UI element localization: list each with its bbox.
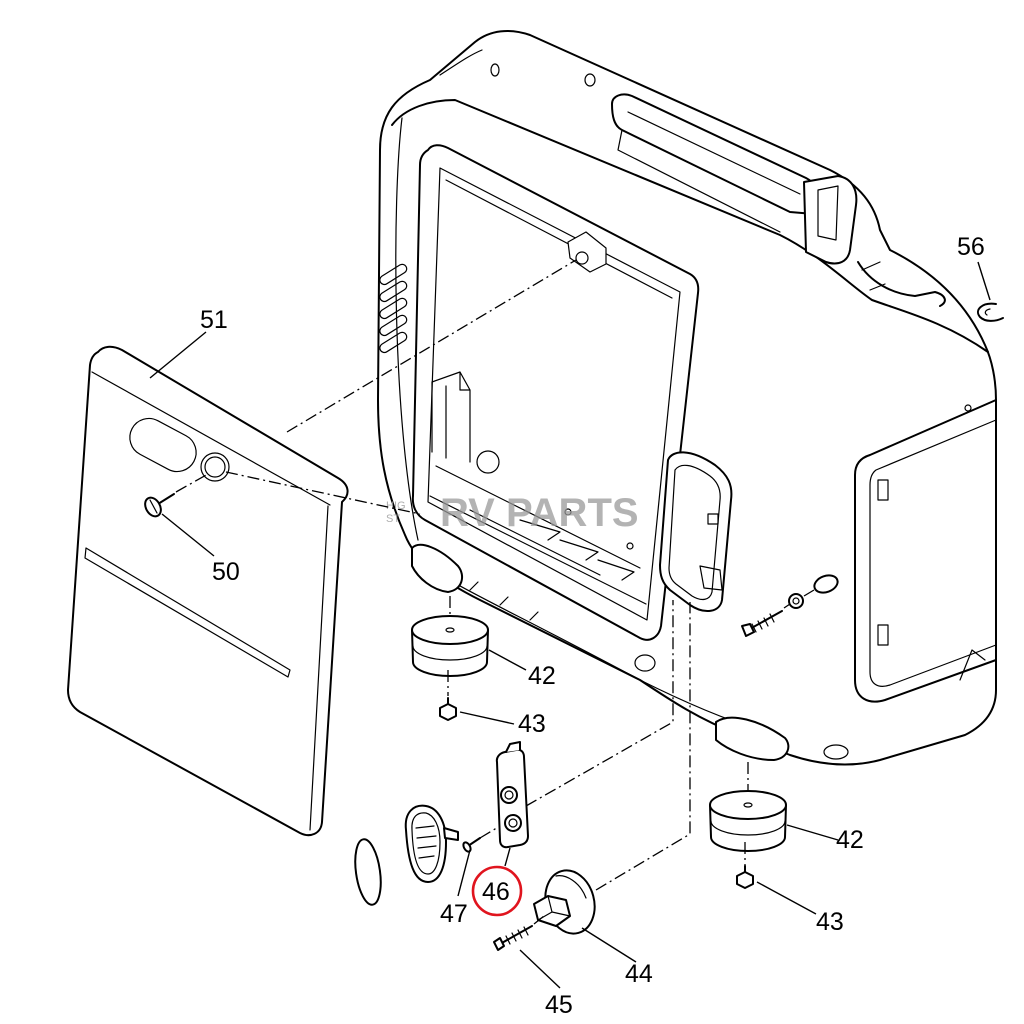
cooling-vents <box>379 263 408 354</box>
front-foot-socket <box>411 543 464 593</box>
side-panel <box>67 345 349 837</box>
callout-43-rear: 43 <box>816 908 844 936</box>
knob-cap <box>354 838 382 906</box>
front-opening <box>411 144 700 641</box>
plate-screw <box>462 837 481 853</box>
top-hole <box>584 73 596 87</box>
control-knob <box>533 869 596 935</box>
rear-foot-socket <box>715 716 790 761</box>
retaining-clip <box>977 302 1004 322</box>
callout-46: 46 <box>482 878 510 906</box>
callout-42-front: 42 <box>528 662 556 690</box>
callout-45: 45 <box>545 991 573 1019</box>
top-hole <box>490 63 500 77</box>
callout-50: 50 <box>212 558 240 586</box>
knob-screw <box>493 925 533 951</box>
watermark-line2: ST <box>386 513 400 525</box>
rear-foot <box>709 790 787 852</box>
panel-grip-slot <box>129 417 197 473</box>
callout-43-front: 43 <box>518 710 546 738</box>
leader-lines <box>149 261 991 989</box>
carry-handle <box>611 93 858 265</box>
side-screw-set <box>741 574 839 637</box>
watermark-text: RV PARTS <box>440 491 639 535</box>
callout-47: 47 <box>440 900 468 928</box>
callout-labels: 51 50 42 43 42 43 56 46 47 44 45 <box>200 233 985 1019</box>
panel-groove <box>84 547 291 678</box>
right-face-opening <box>854 399 997 703</box>
alignment-lines <box>175 259 815 925</box>
highlight-circle <box>471 865 523 917</box>
generator-housing <box>377 29 997 766</box>
front-bolt <box>439 697 457 721</box>
callout-42-rear: 42 <box>836 826 864 854</box>
side-hole <box>964 404 972 412</box>
callout-51: 51 <box>200 306 228 334</box>
front-foot <box>411 615 489 677</box>
knob-face-plate <box>404 804 459 883</box>
side-window <box>659 451 733 612</box>
watermark: HIG ST RV PARTS <box>386 491 639 535</box>
panel-screw <box>144 493 175 518</box>
watermark-line1: HIG <box>386 500 406 512</box>
callout-44: 44 <box>625 960 653 988</box>
rear-bolt <box>736 865 754 889</box>
callout-56: 56 <box>957 233 985 261</box>
panel-screw-hole <box>200 452 230 482</box>
mounting-plate <box>495 741 529 849</box>
